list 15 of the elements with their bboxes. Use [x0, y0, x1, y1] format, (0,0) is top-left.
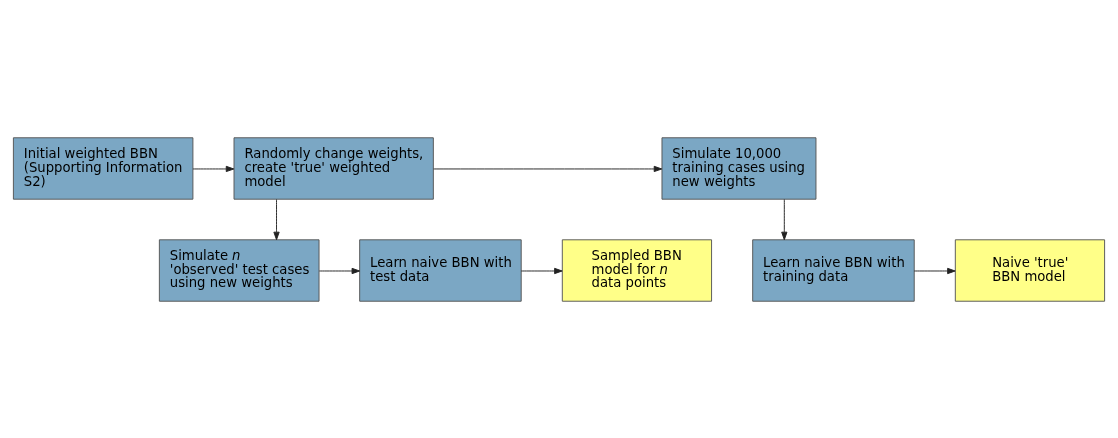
arrow [520, 267, 563, 274]
node-box: Sampled BBN model for n data points [561, 238, 713, 302]
node-box: Simulate n 'observed' test cases using new weights [158, 238, 320, 302]
node-box: Learn naive BBN with test data [359, 238, 522, 302]
arrow [913, 267, 956, 274]
node-box: Simulate 10,000 training cases using new weights [661, 136, 817, 200]
node-box: Randomly change weights, create 'true' weighted model [233, 136, 434, 200]
node-box: Initial weighted BBN (Supporting Information S2) [12, 136, 194, 200]
node-box: Learn naive BBN with training data [752, 238, 915, 302]
arrow [192, 165, 235, 172]
arrow [433, 165, 663, 172]
arrow [273, 198, 280, 240]
arrow [781, 198, 788, 240]
node-box: Naive 'true' BBN model [954, 238, 1106, 302]
arrow [318, 267, 361, 274]
